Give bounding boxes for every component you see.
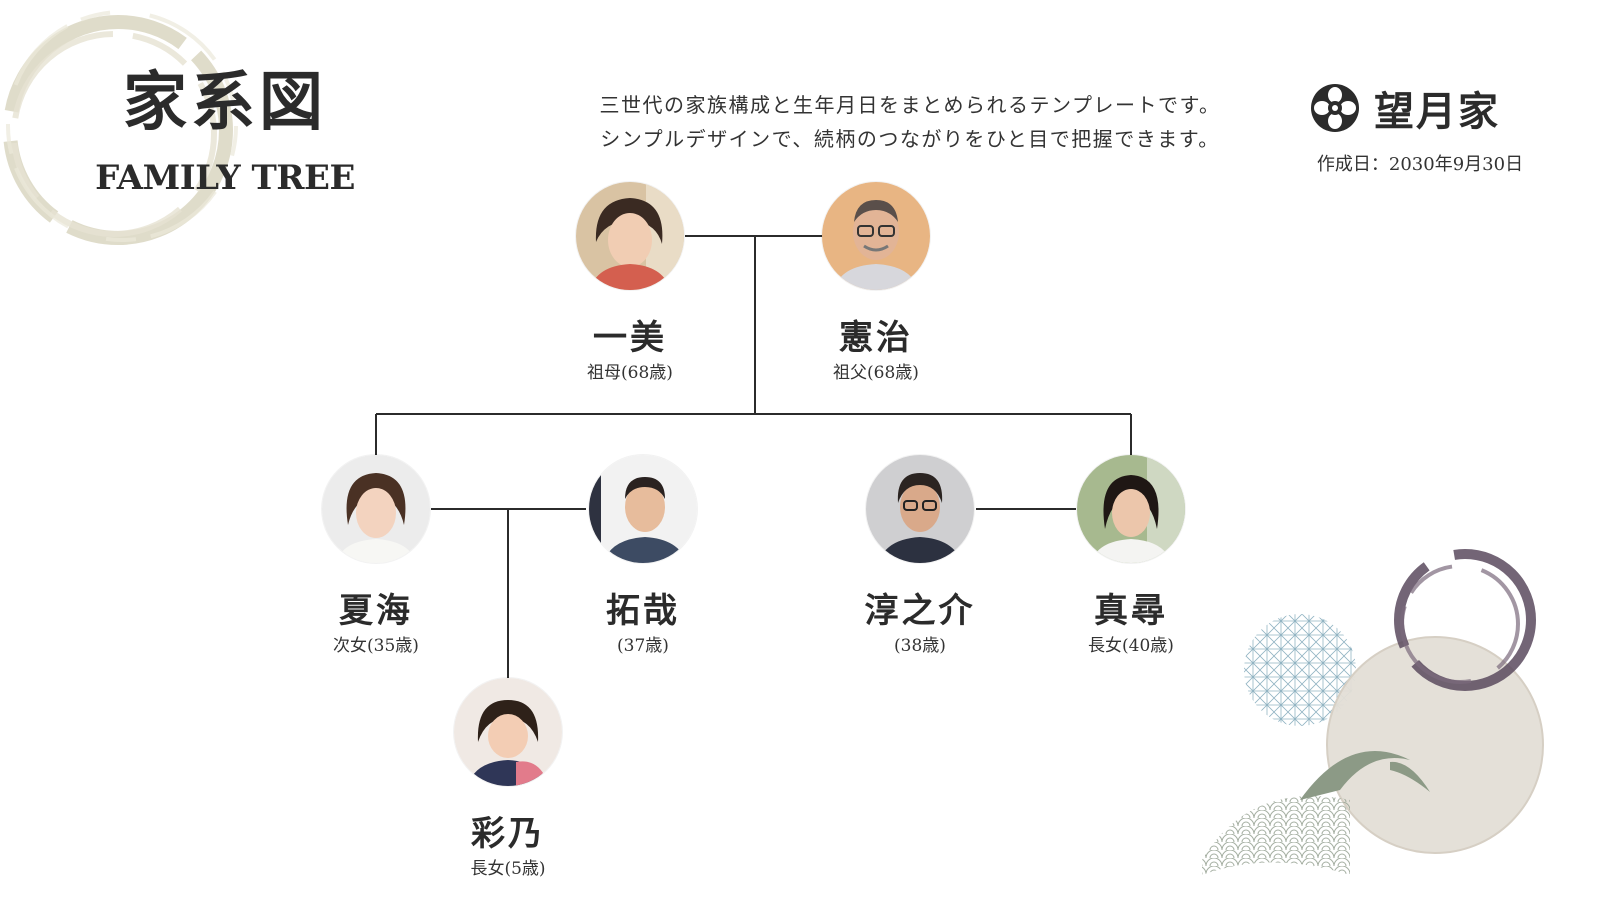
portrait-icon (322, 455, 430, 563)
person-relation: 長女(5歳) (470, 859, 546, 879)
family-brand: 望月家 (1310, 80, 1530, 136)
avatar (866, 455, 974, 563)
person-kenji: 憲治 祖父(68歳) (796, 182, 956, 384)
person-name: 夏海 (339, 591, 413, 631)
japanese-pattern-decoration (1202, 549, 1544, 875)
person-name: 彩乃 (471, 814, 545, 854)
person-relation: 長女(40歳) (1088, 636, 1174, 656)
avatar (822, 182, 930, 290)
person-name: 一美 (593, 318, 667, 358)
description-line-1: 三世代の家族構成と生年月日をまとめられるテンプレートです。 (599, 93, 1221, 117)
portrait-icon (454, 678, 562, 786)
page-title: 家系図 (123, 65, 327, 140)
avatar (576, 182, 684, 290)
person-mahiro: 真尋 長女(40歳) (1051, 455, 1211, 657)
portrait-icon (1077, 455, 1185, 563)
person-relation: 祖母(68歳) (587, 363, 673, 383)
description-line-2: シンプルデザインで、続柄のつながりをひと目で把握できます。 (600, 127, 1220, 151)
portrait-icon (822, 182, 930, 290)
page-subtitle: FAMILY TREE (95, 158, 355, 198)
brush-circle-decoration (3, 10, 238, 245)
person-name: 真尋 (1094, 591, 1168, 631)
portrait-icon (576, 182, 684, 290)
avatar (589, 455, 697, 563)
person-name: 淳之介 (864, 591, 976, 631)
created-date: 作成日：2030年9月30日 (1316, 154, 1524, 175)
person-takuya: 拓哉 (37歳) (563, 455, 723, 657)
avatar (1077, 455, 1185, 563)
avatar (454, 678, 562, 786)
asanoha-circle (1244, 614, 1356, 726)
seigaiha-wave (1202, 796, 1350, 875)
person-relation: 次女(35歳) (333, 636, 419, 656)
textured-circle (1327, 637, 1543, 853)
person-kazumi: 一美 祖母(68歳) (550, 182, 710, 384)
sage-brush-stroke (1300, 751, 1410, 800)
person-ayano: 彩乃 長女(5歳) (428, 678, 588, 880)
brush-ring (1394, 549, 1536, 691)
family-name: 望月家 (1374, 88, 1500, 135)
description: 三世代の家族構成と生年月日をまとめられるテンプレートです。 シンプルデザインで、… (560, 88, 1260, 156)
person-junnosuke: 淳之介 (38歳) (840, 455, 1000, 657)
person-name: 拓哉 (606, 591, 680, 631)
portrait-icon (866, 455, 974, 563)
person-natsumi: 夏海 次女(35歳) (296, 455, 456, 657)
person-relation: 祖父(68歳) (833, 363, 919, 383)
family-crest-icon (1311, 84, 1359, 132)
person-name: 憲治 (839, 318, 913, 358)
avatar (322, 455, 430, 563)
portrait-icon (589, 455, 697, 563)
person-relation: (37歳) (617, 636, 669, 656)
person-relation: (38歳) (894, 636, 946, 656)
